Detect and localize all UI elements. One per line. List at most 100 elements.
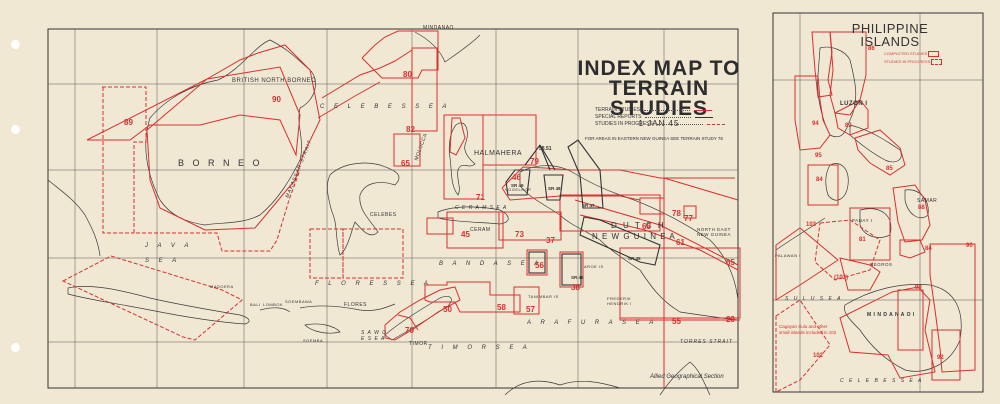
inset-study-number: 81 xyxy=(859,237,866,243)
label-tanimbar: TANIMBAR IS xyxy=(528,294,559,299)
label-new-guinea: N E W G U I N E A xyxy=(592,232,676,241)
study-number: 45 xyxy=(461,230,470,239)
leader-dots xyxy=(644,110,691,111)
label-celebes: CELEBES xyxy=(370,212,397,218)
study-number: 37 xyxy=(546,236,555,245)
study-number: 55 xyxy=(672,317,681,326)
study-number: 77 xyxy=(684,214,693,223)
main-map-frame xyxy=(47,28,739,389)
label-frederik-hendrik: FREDERIK HENDRIK I xyxy=(607,296,632,306)
study-number: 71 xyxy=(476,193,485,202)
label-palawan: PALAWAN I xyxy=(775,253,801,258)
inset-study-number: (103) xyxy=(834,275,849,281)
label-luzon: LUZON I xyxy=(840,101,868,107)
inset-title: PHILIPPINE ISLANDS xyxy=(840,22,940,48)
study-number: 57 xyxy=(526,305,535,314)
terrain-line-swatch xyxy=(694,110,713,111)
study-number: SR 49 xyxy=(511,183,524,188)
study-number: 38 xyxy=(571,283,580,292)
special-report-boundaries xyxy=(505,139,661,286)
study-number: SR 46 xyxy=(571,275,584,280)
terrain-study-boundaries xyxy=(86,30,741,388)
study-number: 65 xyxy=(401,159,410,168)
label-ne-new-guinea: NORTH EAST NEW GUINEA xyxy=(697,227,732,237)
credit-line: Allied Geographical Section xyxy=(650,374,724,380)
inset-legend-completed: COMPLETED STUDIES xyxy=(884,50,942,58)
study-number: SR 47 xyxy=(582,203,595,208)
label-savu-sea: S A W O E S E A xyxy=(361,330,388,342)
study-number: 80 xyxy=(403,70,412,79)
label-ceram-sea: C E R A M S E A xyxy=(455,205,508,211)
study-number: 79 xyxy=(530,157,539,166)
label-timor: TIMOR xyxy=(409,341,428,347)
legend-label: COMPLETED STUDIES xyxy=(884,51,928,56)
inset-study-number: 85 xyxy=(886,166,893,172)
label-borneo: B O R N E O xyxy=(178,158,263,168)
inset-study-number: 84 xyxy=(816,177,823,183)
study-number: SR 48 xyxy=(548,186,561,191)
study-number: 58.51 xyxy=(539,146,552,152)
leader-dots xyxy=(645,117,692,118)
study-number: 29 xyxy=(726,315,735,324)
label-ceram: CERAM xyxy=(470,227,491,233)
study-number: 50 xyxy=(443,305,452,314)
label-java: J A V A xyxy=(145,243,193,249)
binder-hole xyxy=(11,40,20,49)
study-number: 82 xyxy=(406,125,415,134)
label-timor-sea: T I M O R S E A xyxy=(428,345,531,351)
inset-study-number: 94 xyxy=(812,121,819,127)
inset-study-number: 98 xyxy=(915,285,922,291)
inset-legend-progress: STUDIES IN PROGRESS xyxy=(884,58,943,66)
label-vogelkop: VOGELKOP xyxy=(505,187,532,192)
legend-label: STUDIES IN PROGRESS xyxy=(884,59,931,64)
inset-legend: COMPLETED STUDIES STUDIES IN PROGRESS xyxy=(884,50,943,66)
label-aroe: AROE IS xyxy=(584,264,604,269)
philippines-study-boundaries xyxy=(775,31,976,381)
study-number: 58 xyxy=(497,303,506,312)
inset-study-number: 103 xyxy=(806,222,817,228)
inset-title-line-1: PHILIPPINE xyxy=(851,21,929,36)
legend-label: SPECIAL REPORTS xyxy=(595,114,642,120)
inset-title-line-2: ISLANDS xyxy=(860,34,920,49)
legend-item-special: SPECIAL REPORTS xyxy=(595,114,725,121)
study-number: 65 xyxy=(726,258,735,267)
inset-study-number: 83 xyxy=(845,123,852,129)
label-soemba: SOEMBA xyxy=(303,338,324,343)
completed-swatch xyxy=(928,50,940,57)
map-legend: TERRAIN STUDIES SPECIAL REPORTS STUDIES … xyxy=(595,107,725,128)
label-flores-sea: F L O R E S S E A xyxy=(315,281,432,287)
label-bali: BALI xyxy=(250,302,261,307)
label-java-sea: S E A xyxy=(145,258,181,264)
inset-study-number: 88 xyxy=(918,205,925,211)
label-halmahera: HALMAHERA xyxy=(474,150,523,157)
label-panay: PANAY I xyxy=(852,218,873,223)
label-lombok: LOMBOK xyxy=(263,302,284,307)
inset-study-number: 90 xyxy=(966,243,973,249)
map-date: 1 JAN 45 xyxy=(638,119,680,128)
study-number: 78 xyxy=(672,209,681,218)
study-number: 56 xyxy=(535,261,544,270)
coastlines xyxy=(47,31,962,396)
study-number: 61 xyxy=(676,238,685,247)
label-sulu-sea: S U L U S E A xyxy=(785,296,843,302)
special-line-swatch xyxy=(695,117,714,118)
graticule xyxy=(48,13,983,392)
title-line-1: INDEX MAP TO xyxy=(577,57,741,80)
study-number: 89 xyxy=(124,118,133,127)
label-soembawa: SOEMBAWA xyxy=(285,299,313,304)
eastern-new-guinea-note: FOR AREAS IN EASTERN NEW GUINEA SEE TERR… xyxy=(585,136,723,141)
study-number: 90 xyxy=(272,95,281,104)
label-samar: SAMAR xyxy=(917,198,938,204)
label-arafura-sea: A R A F U R A S E A xyxy=(527,320,658,326)
study-number: SR 45 xyxy=(628,256,641,261)
study-number: 46 xyxy=(512,173,521,182)
inset-study-number: 95 xyxy=(815,153,822,159)
label-torres-strait: TORRES STRAIT xyxy=(680,339,733,345)
inset-study-number: 86 xyxy=(868,46,875,52)
title-line-2: TERRAIN STUDIES xyxy=(608,77,710,120)
label-dutch: D U T C H xyxy=(611,221,666,230)
inset-study-number: 84 xyxy=(925,246,932,252)
inset-map-frame xyxy=(772,12,984,393)
